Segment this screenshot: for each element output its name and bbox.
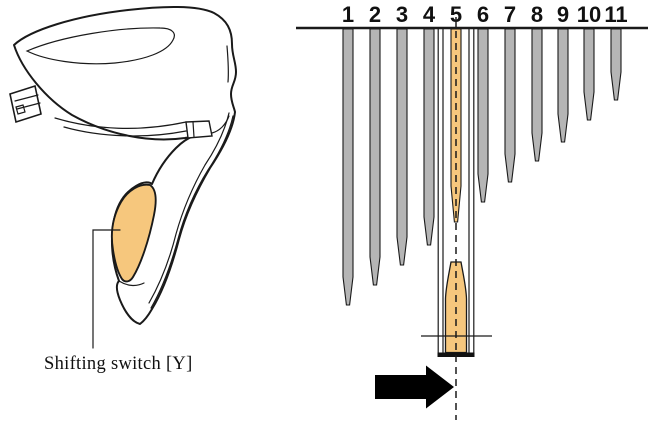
sprocket-number-4: 4: [423, 2, 436, 27]
sprocket-number-6: 6: [477, 2, 489, 27]
sprocket-number-9: 9: [557, 2, 569, 27]
sprocket-bar-8: [531, 28, 543, 162]
sprocket-bar-9: [557, 28, 569, 143]
hood-rear-contour: [226, 45, 230, 83]
shift-lever-illustration: [9, 6, 237, 349]
sprocket-number-8: 8: [531, 2, 543, 27]
sprocket-bar-2: [369, 28, 381, 286]
hood-top-contour: [25, 27, 175, 65]
leader-line: [92, 229, 121, 349]
hood-skirt-line-upper: [54, 117, 187, 129]
blade-inner-line-1: [150, 115, 234, 309]
sprocket-bar-10: [583, 28, 595, 121]
sprocket-bar-3: [396, 28, 408, 266]
sprocket-bar-7: [504, 28, 516, 183]
cable-clamp: [9, 84, 42, 124]
channel-bottom-bar: [437, 352, 475, 357]
sprocket-bar-4: [423, 28, 435, 246]
sprocket-number-11: 11: [604, 2, 627, 27]
sprocket-number-3: 3: [396, 2, 408, 27]
sprocket-number-7: 7: [504, 2, 516, 27]
guide-channel: [437, 29, 475, 353]
shifting-switch-highlight: [110, 183, 157, 283]
sprocket-number-5: 5: [450, 2, 462, 27]
sprocket-bar-6: [477, 28, 489, 203]
sprocket-bar-1: [342, 28, 354, 306]
blade-inner-line-2: [148, 112, 230, 304]
sprocket-bars: [342, 28, 622, 306]
sprocket-bar-5: [450, 28, 462, 223]
sprocket-number-1: 1: [342, 2, 354, 27]
shift-direction-arrow-icon: [375, 365, 454, 409]
hood-skirt-line-lower: [63, 126, 187, 137]
blade-tip-contour: [118, 280, 145, 287]
hood-pivot-tab: [185, 115, 230, 139]
shifting-switch-label: Shifting switch [Y]: [44, 354, 193, 374]
sprocket-number-10: 10: [577, 2, 601, 27]
sprocket-bar-11: [610, 28, 622, 101]
sprocket-number-2: 2: [369, 2, 381, 27]
